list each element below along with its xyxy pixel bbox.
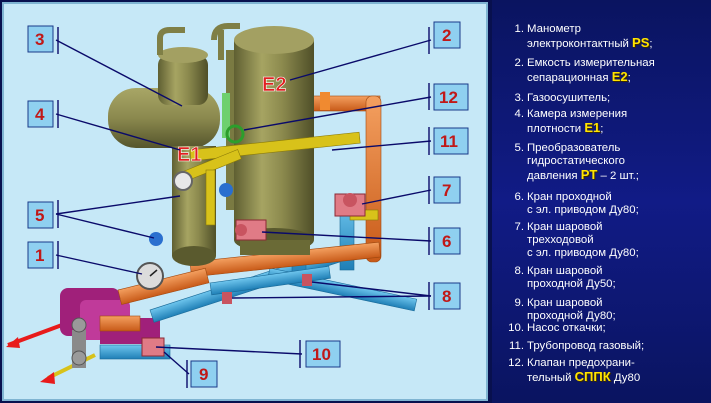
equipment-scene: E2 E1 [2, 2, 488, 401]
callout-12: 12 [433, 83, 469, 111]
legend-highlight: PT [580, 167, 598, 183]
legend-tail: – 2 шт.; [597, 170, 639, 183]
legend-item-text: Емкость измерительная сепарационная E2; [527, 57, 707, 85]
legend-item-number: 3. [514, 92, 525, 104]
svg-text:12: 12 [439, 88, 458, 107]
tag-e1: E1 [177, 144, 201, 166]
legend-item-number: 11. [509, 340, 524, 352]
svg-text:11: 11 [440, 132, 458, 151]
legend-line: Кран шаровой [527, 221, 603, 233]
legend-item-number: 2. [514, 57, 525, 69]
legend-line: проходной Ду50; [527, 278, 616, 291]
legend-item-text: Трубопровод газовый; [527, 340, 707, 353]
legend-line: гидростатического [527, 155, 625, 168]
callout-8: 8 [433, 282, 461, 310]
callout-10: 10 [305, 340, 341, 368]
legend-line: Емкость измерительная [527, 57, 655, 69]
legend-line: Насос откачки; [527, 322, 606, 334]
legend-item-number: 6. [514, 191, 525, 203]
legend-line: Кран проходной [527, 191, 612, 203]
legend-item-number: 7. [514, 221, 525, 233]
legend-line: Клапан предохрани- [527, 357, 635, 369]
callout-9: 9 [190, 360, 218, 388]
legend-highlight: E2 [611, 69, 628, 85]
legend-line: с эл. приводом Ду80; [527, 247, 639, 260]
callout-1: 1 [27, 241, 54, 269]
legend-item-number: 12. [508, 357, 524, 369]
legend-item-number: 9. [514, 297, 525, 309]
callout-5: 5 [27, 201, 54, 229]
tag-e2: E2 [262, 74, 286, 96]
legend-line: Трубопровод газовый; [527, 340, 645, 352]
svg-text:6: 6 [442, 232, 451, 251]
legend-tail: Ду80 [610, 372, 641, 385]
legend-item-number: 1. [514, 23, 525, 35]
callout-6: 6 [433, 227, 461, 255]
svg-text:7: 7 [442, 181, 451, 200]
legend-item-number: 8. [514, 265, 525, 277]
legend-item-number: 10. [508, 322, 524, 334]
svg-text:5: 5 [35, 206, 44, 225]
svg-text:10: 10 [312, 345, 331, 364]
callout-7: 7 [433, 176, 461, 204]
legend-highlight: СППК [574, 369, 611, 385]
legend-tail: ; [600, 123, 604, 136]
legend-line: сепарационная [527, 72, 612, 85]
legend-highlight: E1 [584, 120, 601, 136]
legend-line: давления [527, 170, 581, 183]
legend-line: плотности [527, 123, 585, 136]
legend-item-text: Клапан предохрани-тельный СППК Ду80 [527, 357, 707, 385]
legend-tail: ; [649, 38, 653, 51]
legend-item-number: 5. [514, 142, 525, 154]
legend-line: Преобразователь [527, 142, 621, 154]
callout-11: 11 [433, 127, 469, 155]
svg-text:9: 9 [199, 365, 208, 384]
legend-tail: ; [627, 72, 631, 85]
legend-line: Кран шаровой [527, 265, 603, 277]
legend-line: проходной Ду80; [527, 310, 616, 323]
legend-line: тельный [527, 372, 575, 385]
legend-item-text: Камера измерения плотности E1; [527, 108, 707, 136]
vessel-dryer [108, 27, 220, 266]
legend-line: Газоосушитель; [527, 92, 611, 104]
leader-lines [55, 27, 432, 388]
legend-line: электроконтактный [527, 38, 633, 51]
legend-highlight: PS [632, 35, 650, 51]
legend-item-number: 4. [514, 108, 525, 120]
vessel-e2 [211, 23, 314, 255]
legend-line: Манометр [527, 23, 581, 35]
callout-4: 4 [27, 100, 54, 128]
svg-text:2: 2 [442, 26, 451, 45]
legend-line: с эл. приводом Ду80; [527, 204, 639, 217]
legend-item-text: Насос откачки; [527, 322, 707, 335]
svg-text:8: 8 [442, 287, 451, 306]
legend-item-text: Манометр электроконтактный PS; [527, 23, 707, 51]
legend-line: Кран шаровой [527, 297, 603, 309]
legend-panel: 1.Манометр электроконтактный PS; 2.Емкость… [492, 0, 711, 403]
callout-2: 2 [433, 21, 461, 49]
legend-line: трехходовой [527, 234, 594, 247]
svg-text:4: 4 [35, 105, 45, 124]
valves [136, 92, 366, 357]
callout-3: 3 [27, 25, 54, 53]
legend-line: Камера измерения [527, 108, 628, 120]
legend-item-text: Газоосушитель; [527, 92, 707, 105]
svg-text:3: 3 [35, 30, 44, 49]
svg-text:1: 1 [35, 246, 44, 265]
